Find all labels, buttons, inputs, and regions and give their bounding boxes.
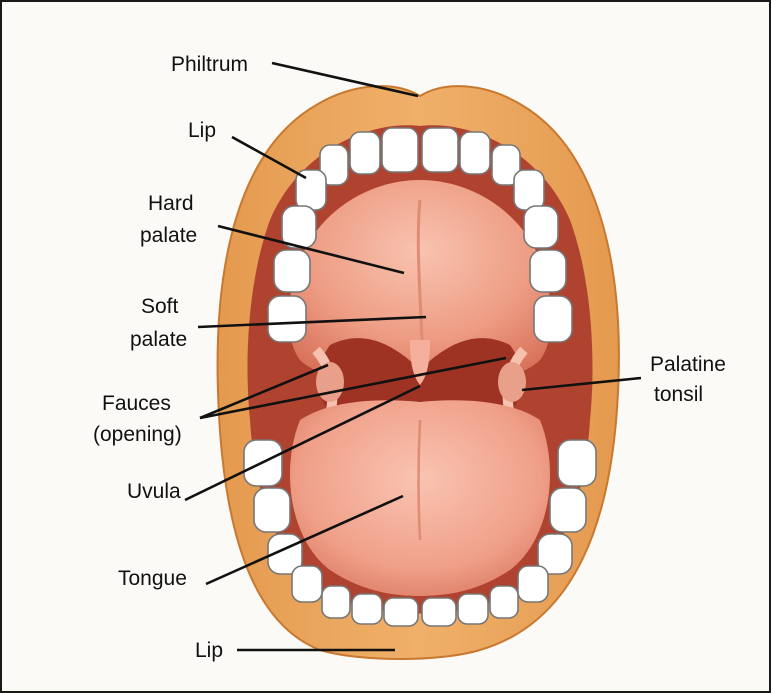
label-hard-palate-line2: palate	[140, 224, 197, 247]
label-lip-lower: Lip	[195, 639, 223, 662]
label-soft-palate-line1: Soft	[141, 295, 179, 318]
label-philtrum: Philtrum	[171, 53, 248, 76]
label-lip-upper: Lip	[188, 119, 216, 142]
label-tongue: Tongue	[118, 567, 187, 590]
label-uvula: Uvula	[127, 480, 181, 503]
label-soft-palate-line2: palate	[130, 328, 187, 351]
palatine-tonsil	[498, 362, 526, 402]
label-palatine-tonsil-line1: Palatine	[650, 353, 726, 376]
label-palatine-tonsil-line2: tonsil	[654, 383, 703, 406]
label-fauces-line1: Fauces	[102, 392, 171, 415]
label-fauces-line2: (opening)	[93, 423, 182, 446]
label-hard-palate-line1: Hard	[148, 192, 194, 215]
